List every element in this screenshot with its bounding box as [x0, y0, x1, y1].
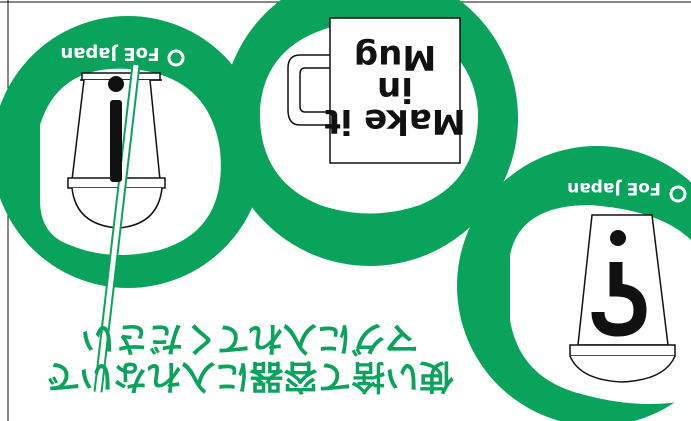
mug-icon — [287, 17, 461, 164]
question-dot — [610, 230, 626, 246]
exclamation-mark-icon — [108, 76, 124, 182]
disposable-cup-with-straw-icon — [67, 64, 166, 393]
right-badge-logo-icon — [669, 185, 687, 203]
svg-text:FoE Japan: FoE Japan — [60, 43, 159, 64]
message: 使い捨て容器に入れないで マグに入れてください — [47, 318, 455, 396]
question-mark-icon — [591, 262, 647, 337]
svg-text:Mug: Mug — [354, 37, 436, 77]
svg-text:マグに入れてください: マグに入れてください — [81, 318, 419, 358]
svg-text:使い捨て容器に入れないで: 使い捨て容器に入れないで — [47, 356, 455, 396]
mug-label: Make it in Mug — [324, 37, 465, 141]
svg-text:Make it: Make it — [324, 101, 465, 141]
svg-text:in: in — [377, 69, 413, 109]
left-badge-logo-icon — [167, 49, 185, 67]
right-badge-label: FoE Japan — [567, 178, 661, 198]
svg-text:FoE Japan: FoE Japan — [567, 178, 661, 198]
left-badge-label: FoE Japan — [60, 43, 159, 64]
